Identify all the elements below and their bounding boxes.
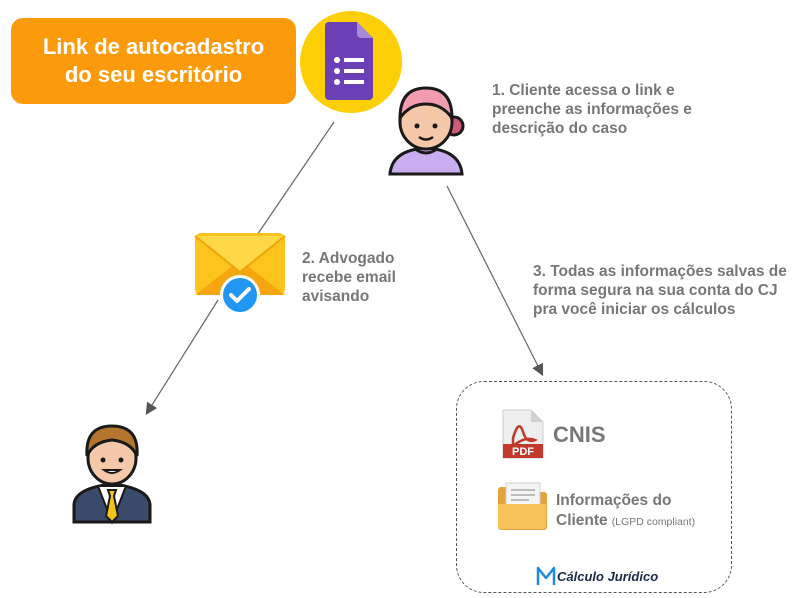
google-forms-icon: [300, 11, 402, 113]
step-1-text: 1. Cliente acessa o link e preenche as i…: [492, 81, 792, 138]
title-box: Link de autocadastro do seu escritório: [11, 18, 296, 104]
arrow-email-to-lawyer: [145, 299, 219, 416]
step-2-line: avisando: [302, 288, 370, 305]
step-3-line: forma segura na sua conta do CJ: [533, 282, 778, 299]
title-line-2: do seu escritório: [64, 62, 243, 87]
brand-logo-icon: [536, 566, 556, 585]
step-2-text: 2. Advogado recebe email avisando: [302, 249, 432, 306]
step-3-text: 3. Todas as informações salvas de forma …: [533, 262, 798, 319]
step-1-line: descrição do caso: [492, 120, 628, 137]
client-account-box: [456, 381, 732, 593]
lawyer-avatar-icon: [72, 424, 152, 525]
brand-logo: Cálculo Jurídico: [536, 566, 659, 586]
lgpd-note: (LGPD compliant): [611, 516, 696, 528]
brand-name: Cálculo Jurídico: [557, 568, 659, 584]
arrow-forms-to-email: [254, 121, 335, 239]
step-1-line: preenche as informações e: [492, 101, 692, 118]
client-avatar-icon: [388, 86, 465, 176]
step-3-line: 3. Todas as informações salvas de: [533, 263, 787, 280]
title-line-1: Link de autocadastro: [42, 34, 265, 59]
step-3-line: pra você iniciar os cálculos: [533, 301, 736, 318]
step-1-line: 1. Cliente acessa o link e: [492, 82, 675, 99]
step-2-line: recebe email: [302, 269, 396, 286]
client-info-label: Informações do Cliente(LGPD compliant): [556, 491, 695, 532]
client-info-line-2: Cliente: [556, 512, 608, 529]
pdf-badge-text: PDF: [512, 446, 534, 458]
pdf-file-icon: PDF: [502, 409, 544, 459]
cnis-label: CNIS: [553, 422, 606, 447]
arrow-client-to-storage: [446, 185, 544, 377]
email-check-icon: [194, 233, 286, 315]
client-info-line-1: Informações do: [556, 492, 672, 509]
step-2-line: 2. Advogado: [302, 250, 395, 267]
folder-icon: [498, 482, 547, 530]
